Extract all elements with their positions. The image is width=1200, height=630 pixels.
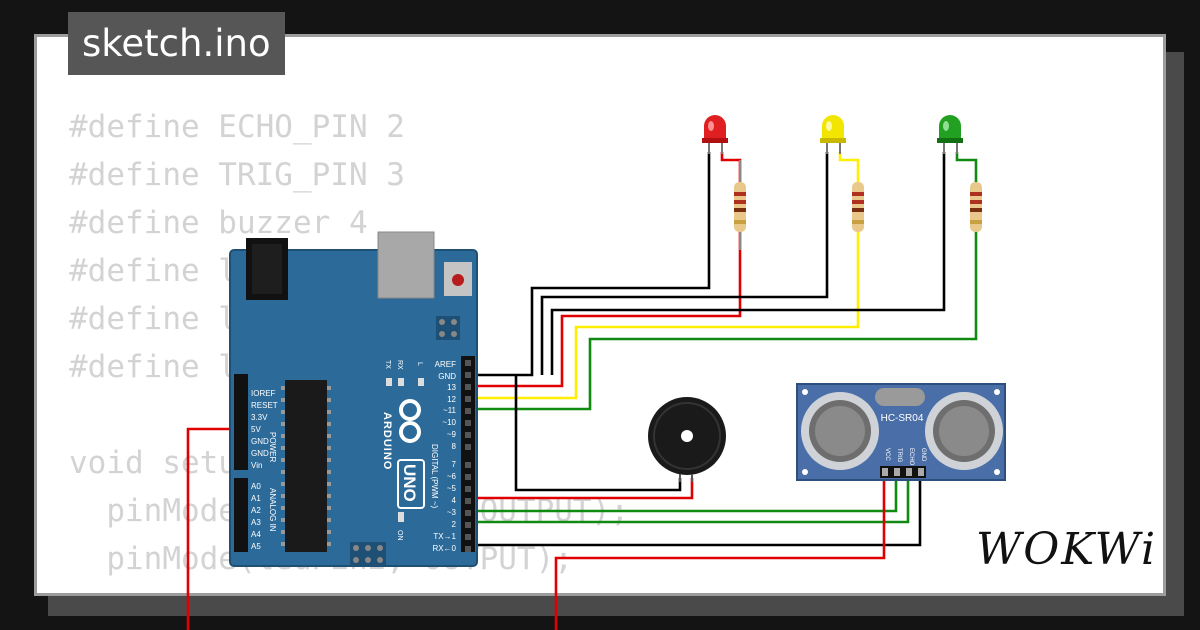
wire-buzzer-gnd[interactable]	[514, 375, 682, 492]
sensor-pin-echo: ECHO	[908, 448, 914, 466]
wire-sensor-vcc[interactable]	[554, 480, 886, 630]
pin-label-6: ~6	[447, 472, 457, 481]
pin-label-rx0: RX←0	[432, 544, 456, 553]
analog-header	[234, 478, 248, 552]
label-digital: DIGITAL (PWM ~)	[430, 444, 439, 509]
on-led	[398, 512, 404, 522]
pin-label-vin: Vin	[251, 461, 262, 470]
atmega-chip	[285, 380, 327, 552]
pin-label-a4: A4	[251, 530, 261, 539]
board-model: UNO	[400, 464, 419, 502]
pin-label-aref: AREF	[435, 360, 456, 369]
label-on: ON	[396, 530, 403, 541]
pin-label-5: ~5	[447, 484, 457, 493]
pin-label-3: ~3	[447, 508, 457, 517]
label-power: POWER	[268, 432, 277, 462]
code-line: #define TRIG_PIN 3	[69, 157, 405, 193]
transducer-left	[801, 392, 879, 470]
resistors	[734, 160, 982, 250]
tx-led	[386, 378, 392, 386]
digital-header	[461, 356, 475, 552]
l-led	[418, 378, 424, 386]
pin-label-5v: 5V	[251, 425, 261, 434]
wokwi-logo: WOKWi	[976, 524, 1158, 575]
pin-label-a2: A2	[251, 506, 261, 515]
wire-sensor-trig[interactable]	[474, 480, 898, 513]
pin-label-9: ~9	[447, 430, 457, 439]
usb-port	[377, 231, 435, 299]
sensor-pin-gnd: GND	[920, 448, 926, 462]
pin-label-ioref: IOREF	[251, 389, 276, 398]
pin-label-a3: A3	[251, 518, 261, 527]
sensor-pin-trig: TRIG	[896, 448, 902, 463]
wire-red-led-signal[interactable]	[474, 152, 742, 388]
arduino-uno-board[interactable]: ARDUINO UNO TX RX L ON DIGITAL (PWM ~) P…	[229, 231, 478, 567]
arduino-logo	[399, 399, 421, 443]
wire-sensor-gnd[interactable]	[474, 480, 922, 547]
pin-label-13: 13	[447, 383, 456, 392]
wire-sensor-echo[interactable]	[474, 480, 910, 524]
wire-yellow-led-signal[interactable]	[474, 152, 860, 400]
pin-label-11: ~11	[443, 406, 457, 415]
code-line: void setu	[69, 445, 237, 481]
pin-label-12: 12	[447, 395, 456, 404]
board-brand: ARDUINO	[381, 412, 393, 470]
resistor-red[interactable]	[734, 160, 746, 250]
wires	[186, 152, 978, 630]
pin-label-gnd-2: GND	[251, 449, 269, 458]
pin-label-reset: RESET	[251, 401, 278, 410]
wire-yellow-led-gnd[interactable]	[540, 152, 829, 375]
pin-label-4: 4	[452, 496, 457, 505]
pin-label-a5: A5	[251, 542, 261, 551]
transducer-right	[925, 392, 1003, 470]
led-green[interactable]	[937, 115, 963, 154]
code-line: #define l	[69, 349, 237, 385]
label-l: L	[416, 362, 423, 366]
pin-label-8: 8	[452, 442, 457, 451]
code-line: #define buzzer 4	[69, 205, 368, 241]
pin-label-10: ~10	[442, 418, 456, 427]
led-red[interactable]	[702, 115, 728, 154]
led-yellow[interactable]	[820, 115, 846, 154]
pin-label-2: 2	[452, 520, 457, 529]
pin-label-3v3: 3.3V	[251, 413, 268, 422]
buzzer[interactable]	[648, 397, 726, 482]
wire-green-led-gnd[interactable]	[550, 152, 946, 375]
pin-label-gnd: GND	[438, 372, 456, 381]
ultrasonic-sensor[interactable]: HC-SR04 VCC TRIG ECHO GND	[796, 383, 1006, 481]
code-line: #define l	[69, 253, 237, 289]
file-name-tag[interactable]: sketch.ino	[68, 12, 285, 75]
pin-label-gnd-1: GND	[251, 437, 269, 446]
rx-led	[398, 378, 404, 386]
code-line: #define ECHO_PIN 2	[69, 109, 405, 145]
pin-label-a0: A0	[251, 482, 261, 491]
sensor-model-label: HC-SR04	[881, 413, 924, 424]
power-header	[234, 374, 248, 470]
resistor-yellow[interactable]	[852, 182, 864, 232]
leds	[702, 115, 963, 154]
pin-label-7: 7	[452, 460, 457, 469]
pin-label-tx1: TX→1	[433, 532, 456, 541]
wire-green-led-signal[interactable]	[474, 152, 978, 411]
resistor-green[interactable]	[970, 182, 982, 232]
pin-label-a1: A1	[251, 494, 261, 503]
label-tx: TX	[384, 360, 391, 369]
sensor-pin-vcc: VCC	[884, 448, 890, 461]
wire-buzzer-signal[interactable]	[474, 478, 694, 500]
wire-5v[interactable]	[186, 427, 242, 630]
label-rx: RX	[396, 360, 403, 370]
wire-red-led-gnd[interactable]	[474, 152, 711, 377]
label-analog: ANALOG IN	[268, 488, 277, 532]
